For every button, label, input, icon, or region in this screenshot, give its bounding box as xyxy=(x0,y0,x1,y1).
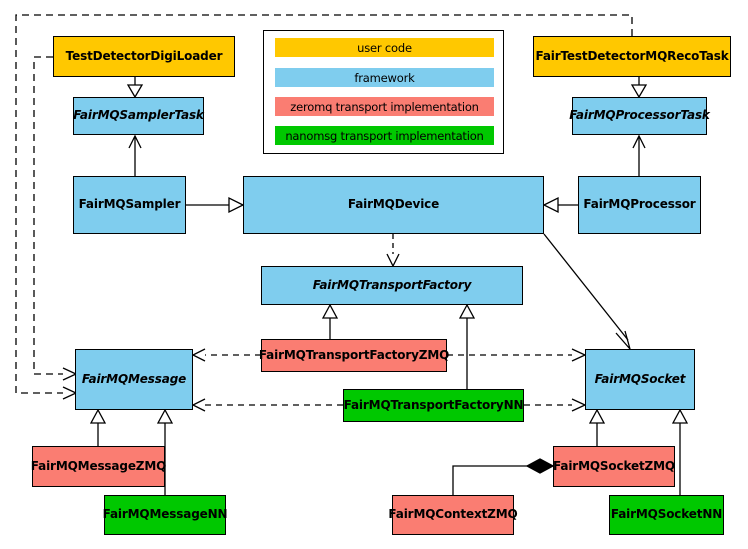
class-label: FairMQDevice xyxy=(347,197,440,212)
class-label: FairMQSampler xyxy=(78,197,181,212)
class-label: FairMQTransportFactoryZMQ xyxy=(258,347,450,362)
arrowhead-generalization xyxy=(630,84,648,99)
legend-item-nanomsg: nanomsg transport implementation xyxy=(275,126,494,145)
arrowhead-open xyxy=(571,398,587,412)
class-label: FairMQSocketZMQ xyxy=(553,458,675,473)
arrowhead-generalization xyxy=(156,408,174,424)
class-box-fairmqtransportfactory[interactable]: FairMQTransportFactory xyxy=(261,266,523,305)
class-box-fairmqsocket[interactable]: FairMQSocket xyxy=(585,349,695,410)
edge-device-socket xyxy=(543,233,629,341)
edge-digiloader-message-inner xyxy=(33,56,63,375)
class-label: FairMQSocket xyxy=(594,371,686,386)
class-label: FairMQMessage xyxy=(81,371,187,386)
class-box-fairmqsocketzmq[interactable]: FairMQSocketZMQ xyxy=(553,446,675,487)
legend-label-framework: framework xyxy=(354,70,415,85)
arrowhead-open xyxy=(632,134,646,149)
class-label: FairMQProcessor xyxy=(583,197,696,212)
arrowhead-generalization xyxy=(321,303,339,319)
arrowhead-generalization xyxy=(588,408,606,424)
class-label: FairMQSamplerTask xyxy=(73,108,204,123)
class-box-testdetectordigiloader[interactable]: TestDetectorDigiLoader xyxy=(53,36,235,77)
arrowhead-generalization xyxy=(126,84,144,99)
class-label: FairMQTransportFactoryNN xyxy=(343,397,524,412)
class-box-fairmqdevice[interactable]: FairMQDevice xyxy=(243,176,544,234)
arrowhead-open xyxy=(386,253,400,268)
class-label: FairTestDetectorMQRecoTask xyxy=(535,48,729,63)
class-box-fairmqsamplertask[interactable]: FairMQSamplerTask xyxy=(73,97,204,135)
class-label: FairMQProcessorTask xyxy=(569,108,710,123)
edge-contextzmq-socketzmq xyxy=(452,465,537,495)
arrowhead-open xyxy=(615,330,631,350)
class-label: FairMQSocketNN xyxy=(610,507,723,522)
class-box-fairmqsampler[interactable]: FairMQSampler xyxy=(73,176,186,234)
arrowhead-open xyxy=(571,348,587,362)
class-box-fairmqprocessor[interactable]: FairMQProcessor xyxy=(578,176,701,234)
arrowhead-generalization xyxy=(458,303,476,319)
class-box-fairmqtransportfactorynn[interactable]: FairMQTransportFactoryNN xyxy=(343,389,524,422)
class-box-fairmqmessage[interactable]: FairMQMessage xyxy=(75,349,193,410)
legend-box: user code framework zeromq transport imp… xyxy=(263,30,504,154)
class-box-fairmqtransportfactoryzmq[interactable]: FairMQTransportFactoryZMQ xyxy=(258,339,450,372)
legend-item-zeromq: zeromq transport implementation xyxy=(275,97,494,116)
class-label: TestDetectorDigiLoader xyxy=(65,48,223,63)
class-box-fairmqcontextzmq[interactable]: FairMQContextZMQ xyxy=(388,495,518,535)
arrowhead-open xyxy=(191,398,206,412)
class-box-fairmqmessagezmq[interactable]: FairMQMessageZMQ xyxy=(30,446,167,487)
legend-item-framework: framework xyxy=(275,68,494,87)
class-box-fairtestdetectormqrecotask[interactable]: FairTestDetectorMQRecoTask xyxy=(533,36,731,77)
legend-label-zeromq: zeromq transport implementation xyxy=(290,99,479,114)
legend-item-user-code: user code xyxy=(275,38,494,57)
arrowhead-generalization xyxy=(542,196,559,214)
legend-label-user-code: user code xyxy=(357,40,412,55)
diamond-composition xyxy=(525,458,555,474)
arrowhead-generalization xyxy=(228,196,245,214)
legend-label-nanomsg: nanomsg transport implementation xyxy=(285,128,484,143)
class-box-fairmqprocessortask[interactable]: FairMQProcessorTask xyxy=(569,97,710,135)
class-label: FairMQTransportFactory xyxy=(312,277,472,292)
class-label: FairMQMessageZMQ xyxy=(30,458,167,473)
class-label: FairMQContextZMQ xyxy=(388,507,518,522)
class-label: FairMQMessageNN xyxy=(102,507,228,522)
class-box-fairmqmessagenn[interactable]: FairMQMessageNN xyxy=(102,495,228,535)
arrowhead-open xyxy=(191,348,206,362)
class-box-fairmqsocketnn[interactable]: FairMQSocketNN xyxy=(609,495,724,535)
arrowhead-generalization xyxy=(671,408,689,424)
arrowhead-open xyxy=(128,134,142,149)
arrowhead-generalization xyxy=(89,408,107,424)
